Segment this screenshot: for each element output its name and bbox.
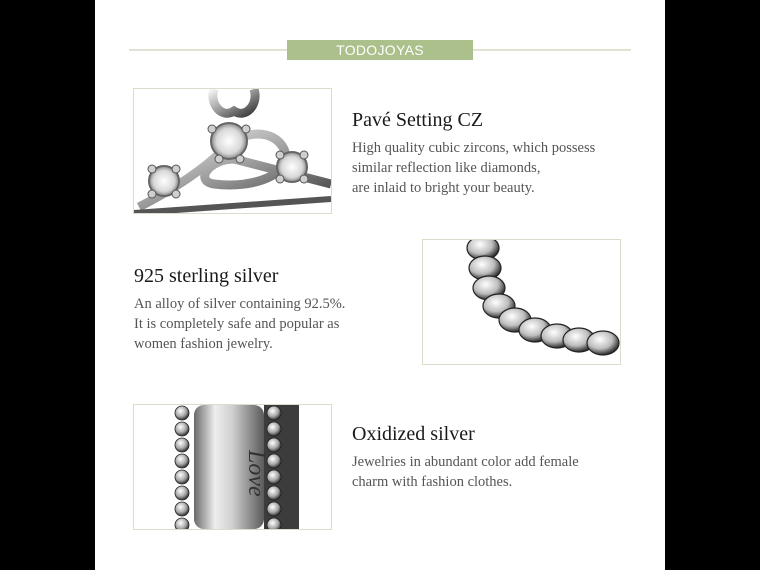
description-line: similar reflection like diamonds, [352,160,541,176]
description-line: are inlaid to bright your beauty. [352,180,535,196]
crown-zircon-image [133,88,332,214]
header-rule-left [129,49,287,51]
feature-title: Pavé Setting CZ [352,109,484,131]
feature-description: Jewelries in abundant color add female c… [352,452,579,492]
brand-banner: TODOJOYAS [287,40,473,60]
description-line: High quality cubic zircons, which posses… [352,140,596,156]
feature-pave-setting: Pavé Setting CZ High quality cubic zirco… [352,108,595,198]
feature-title: 925 sterling silver [134,265,279,287]
oxidized-engraved-charm-image: Love [133,404,332,530]
feature-sterling-silver: 925 sterling silver An alloy of silver c… [134,264,345,354]
feature-description: An alloy of silver containing 92.5%. It … [134,294,345,354]
description-line: It is completely safe and popular as [134,316,340,332]
description-line: An alloy of silver containing 92.5%. [134,296,346,312]
feature-oxidized-silver: Oxidized silver Jewelries in abundant co… [352,422,579,492]
description-line: charm with fashion clothes. [352,474,513,490]
beaded-silver-ring-image [422,239,621,365]
header-rule-right [473,49,631,51]
feature-title: Oxidized silver [352,423,475,445]
product-detail-page: TODOJOYAS Pavé Set [95,0,665,570]
svg-text:Love: Love [243,449,269,497]
description-line: Jewelries in abundant color add female [352,454,579,470]
description-line: women fashion jewelry. [134,336,273,352]
feature-description: High quality cubic zircons, which posses… [352,138,595,198]
